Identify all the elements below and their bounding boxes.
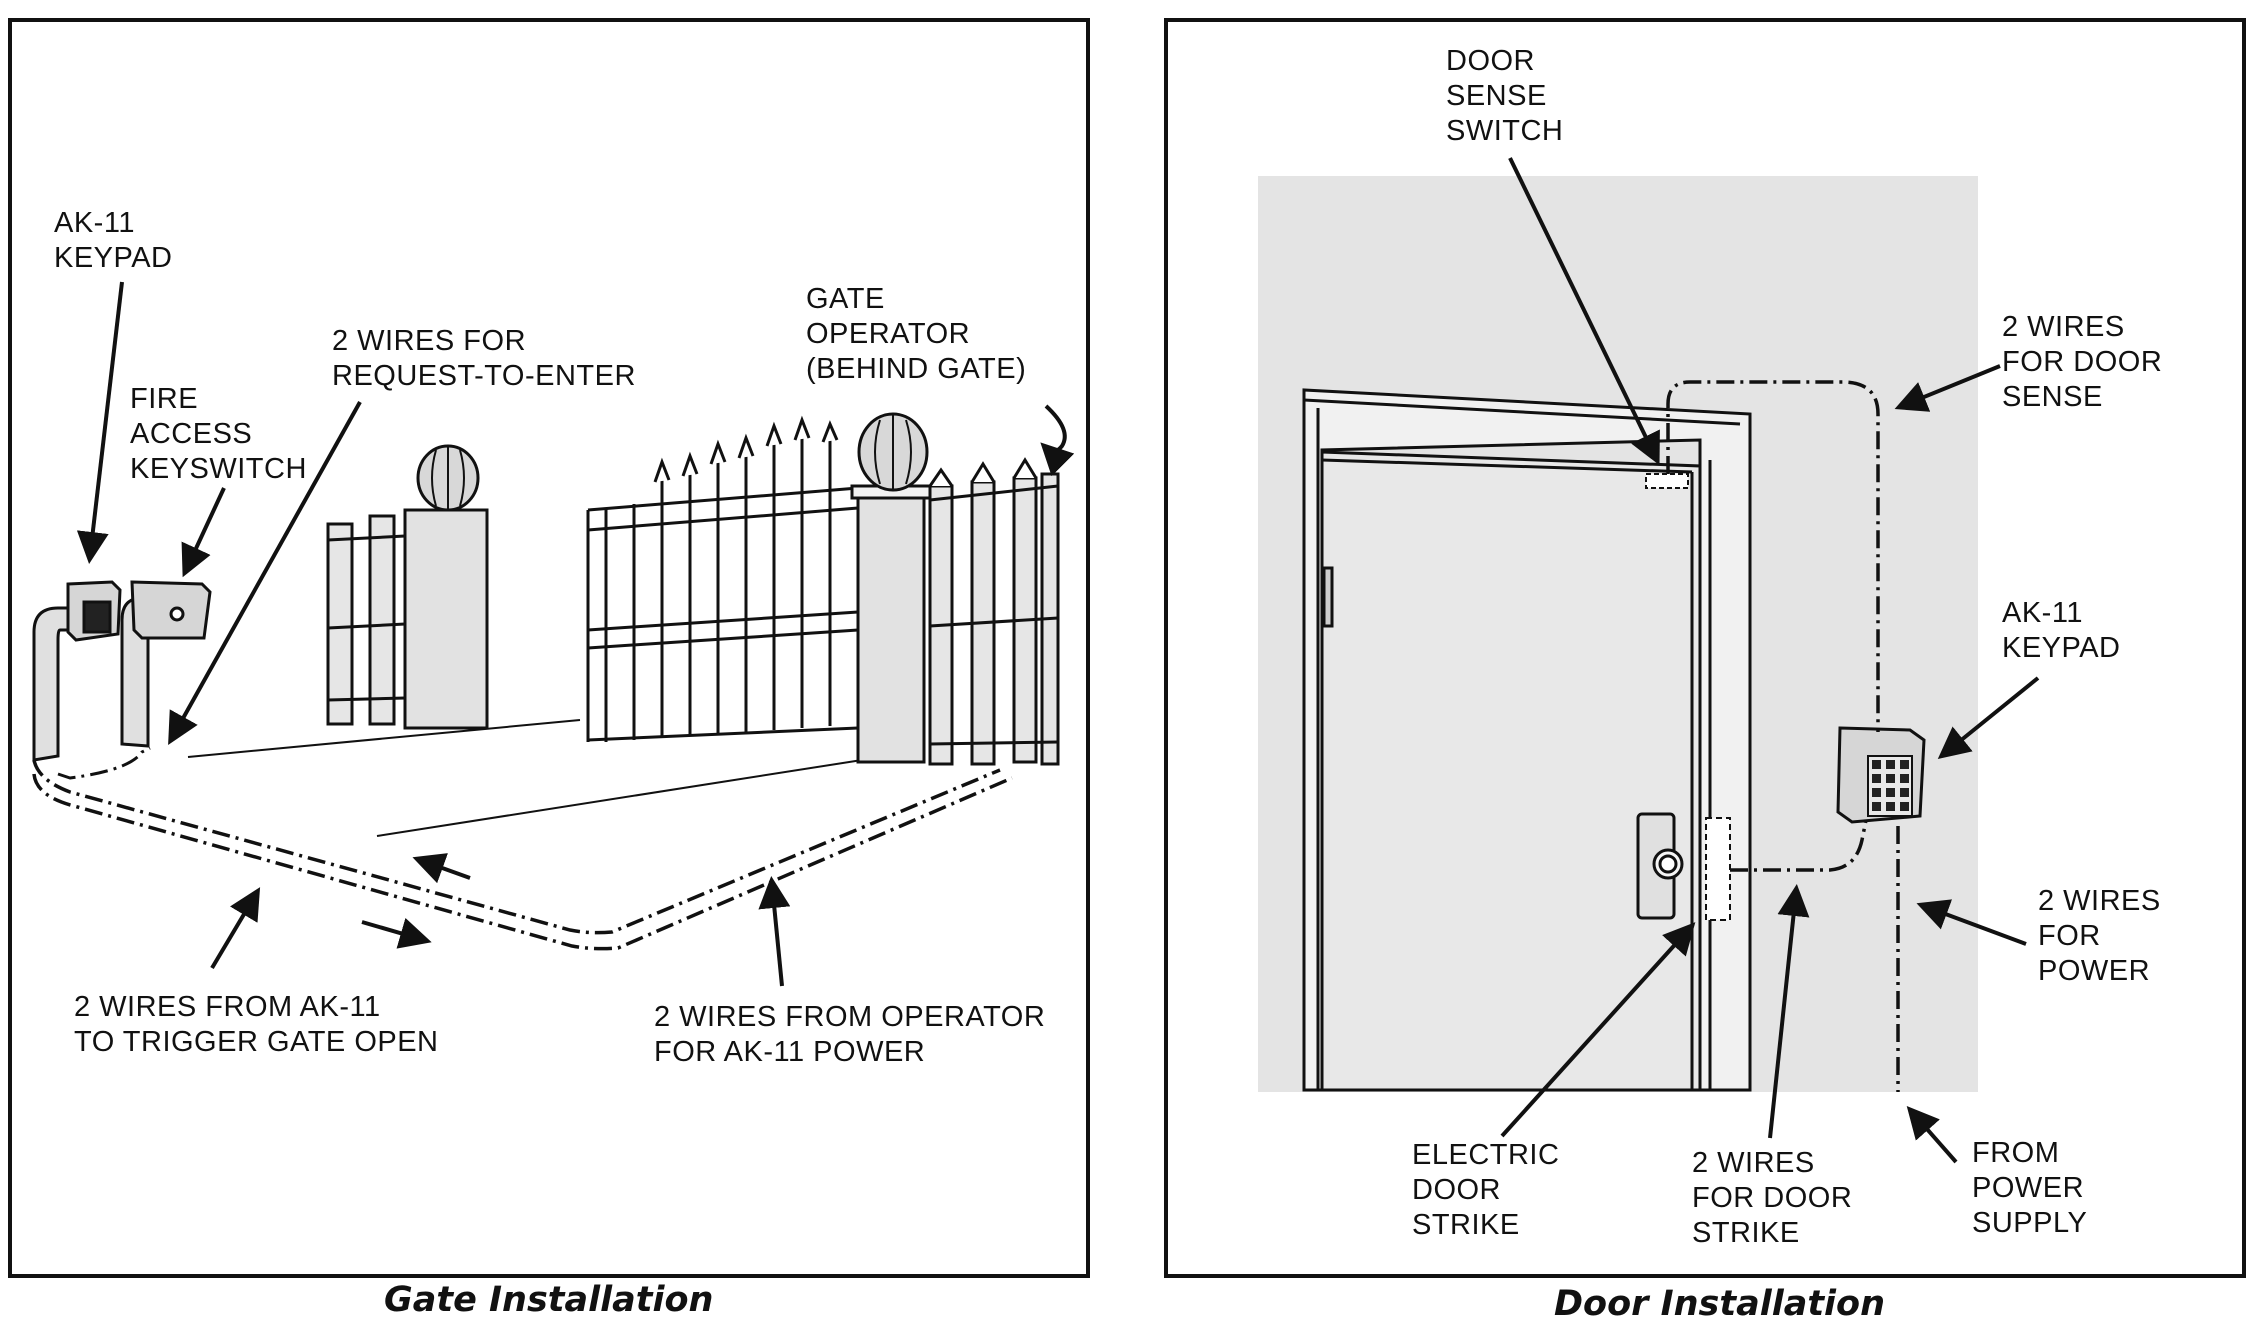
label-operator-power-wires: 2 WIRES FROM OPERATOR FOR AK-11 POWER: [654, 1001, 1046, 1068]
door-wires: [1666, 380, 1900, 1092]
door-handle: [1636, 812, 1684, 920]
sliding-gate: [586, 415, 859, 742]
ground-lines: [187, 719, 863, 837]
label-door-keypad: AK-11 KEYPAD: [2002, 597, 2121, 664]
gate-keypad: [66, 580, 122, 642]
gate-wires: [32, 746, 1013, 951]
left-pillar: [403, 444, 489, 730]
label-electric-door-strike: ELECTRIC DOOR STRIKE: [1412, 1139, 1560, 1241]
door-arrows: [1500, 157, 2040, 1164]
label-power-wires: 2 WIRES FOR POWER: [2038, 885, 2161, 987]
gate-arrows: [76, 281, 1075, 987]
gate-keyswitch: [130, 580, 212, 640]
label-request-to-enter-wires: 2 WIRES FOR REQUEST-TO-ENTER: [332, 325, 636, 392]
label-door-sense-wires: 2 WIRES FOR DOOR SENSE: [2002, 311, 2163, 413]
label-gate-operator: GATE OPERATOR (BEHIND GATE): [806, 283, 1027, 385]
caption-gate-installation: Gate Installation: [384, 1280, 714, 1320]
left-fence: [326, 514, 406, 726]
caption-door-installation: Door Installation: [1554, 1284, 1886, 1324]
label-from-power-supply: FROM POWER SUPPLY: [1972, 1137, 2088, 1239]
label-trigger-wires: 2 WIRES FROM AK-11 TO TRIGGER GATE OPEN: [74, 991, 439, 1058]
label-gate-keypad: AK-11 KEYPAD: [54, 207, 173, 274]
door-leaf: [1320, 450, 1702, 1092]
label-door-strike-wires: 2 WIRES FOR DOOR STRIKE: [1692, 1147, 1853, 1249]
right-fence: [928, 457, 1060, 766]
label-fire-access-keyswitch: FIRE ACCESS KEYSWITCH: [130, 383, 307, 485]
label-door-sense-switch: DOOR SENSE SWITCH: [1446, 45, 1564, 147]
right-pillar: [850, 412, 932, 764]
door-installation-panel: [1164, 18, 2246, 1278]
door-keypad: [1836, 726, 1926, 824]
